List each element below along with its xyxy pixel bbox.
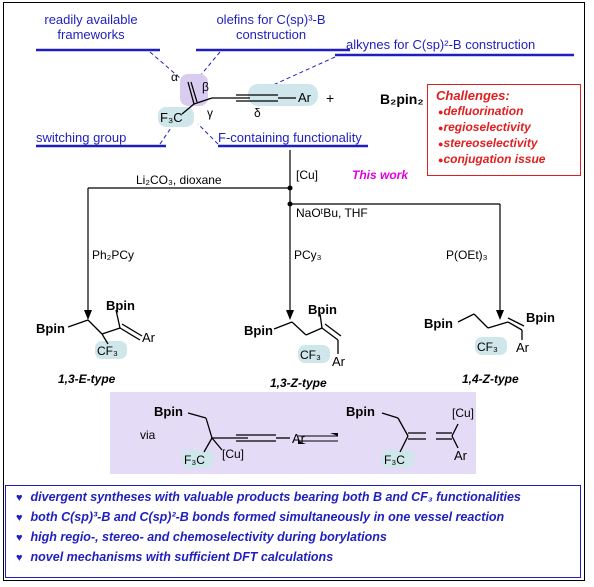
p2-ar: Ar	[332, 354, 345, 369]
product-3-type: 1,4-Z-type	[462, 372, 519, 386]
plus-sign: +	[326, 90, 335, 106]
p2-cf3: CF₃	[300, 348, 321, 362]
this-work-label: This work	[352, 168, 409, 182]
label-readily-available: readily available frameworks	[44, 12, 138, 42]
delta-label: δ	[254, 106, 261, 120]
f3c-label: F₃C	[160, 110, 183, 125]
label-f-containing: F-containing functionality	[218, 130, 362, 145]
int2-f3c: F₃C	[384, 453, 405, 467]
summary-item: novel mechanisms with sufficient DFT cal…	[16, 550, 334, 564]
label-switching-group: switching group	[36, 130, 127, 145]
challenges-title: Challenges:	[436, 88, 510, 103]
p2-bpin-left: Bpin	[244, 323, 273, 338]
p3-bpin-left: Bpin	[424, 316, 453, 331]
p3-ar: Ar	[516, 340, 529, 355]
label-olefins: olefins for C(sp)³-B construction	[216, 12, 326, 42]
challenge-item: regioselectivity	[438, 120, 580, 136]
p1-bpin-left: Bpin	[36, 321, 65, 336]
challenge-item: stereoselectivity	[438, 136, 580, 152]
via-label: via	[140, 428, 156, 442]
product-2-type: 1,3-Z-type	[270, 376, 327, 390]
alpha-label: α	[171, 70, 178, 84]
summary-item: both C(sp)³-B and C(sp)²-B bonds formed …	[16, 510, 505, 524]
ligand-poet3: P(OEt)₃	[446, 248, 488, 262]
p2-bpin-top: Bpin	[308, 302, 337, 317]
p1-cf3: CF₃	[97, 344, 118, 358]
right-conditions: NaOᵗBu, THF	[296, 206, 368, 220]
gamma-label: γ	[207, 106, 213, 120]
b2pin2-label: B₂pin₂	[380, 91, 424, 107]
ar-label: Ar	[298, 90, 311, 105]
int2-cu: [Cu]	[452, 406, 475, 420]
p1-bpin-top: Bpin	[106, 298, 135, 313]
int1-f3c: F₃C	[184, 453, 205, 467]
ligand-ph2pcy: Ph₂PCy	[92, 248, 135, 262]
left-conditions: Li₂CO₃, dioxane	[136, 173, 222, 187]
int1-bpin: Bpin	[154, 404, 183, 419]
int1-ar: Ar	[292, 431, 305, 446]
int2-ar: Ar	[454, 448, 467, 463]
label-alkynes: alkynes for C(sp)²-B construction	[346, 37, 536, 52]
int2-bpin: Bpin	[346, 404, 375, 419]
int1-cu: [Cu]	[222, 447, 245, 461]
challenge-item: conjugation issue	[438, 152, 580, 168]
summary-item: divergent syntheses with valuable produc…	[16, 490, 521, 504]
challenges-box: Challenges: defluorination regioselectiv…	[427, 84, 581, 176]
cu-catalyst: [Cu]	[296, 168, 319, 182]
ligand-pcy3: PCy₃	[294, 248, 322, 262]
summary-box: divergent syntheses with valuable produc…	[5, 485, 581, 578]
beta-label: β	[202, 80, 209, 94]
summary-item: high regio-, stereo- and chemoselectivit…	[16, 530, 387, 544]
p1-ar: Ar	[142, 330, 155, 345]
challenge-item: defluorination	[438, 104, 580, 120]
p3-cf3: CF₃	[477, 340, 498, 354]
figure-frame	[3, 2, 585, 581]
product-1-type: 1,3-E-type	[58, 372, 116, 386]
p3-bpin-right: Bpin	[526, 310, 555, 325]
